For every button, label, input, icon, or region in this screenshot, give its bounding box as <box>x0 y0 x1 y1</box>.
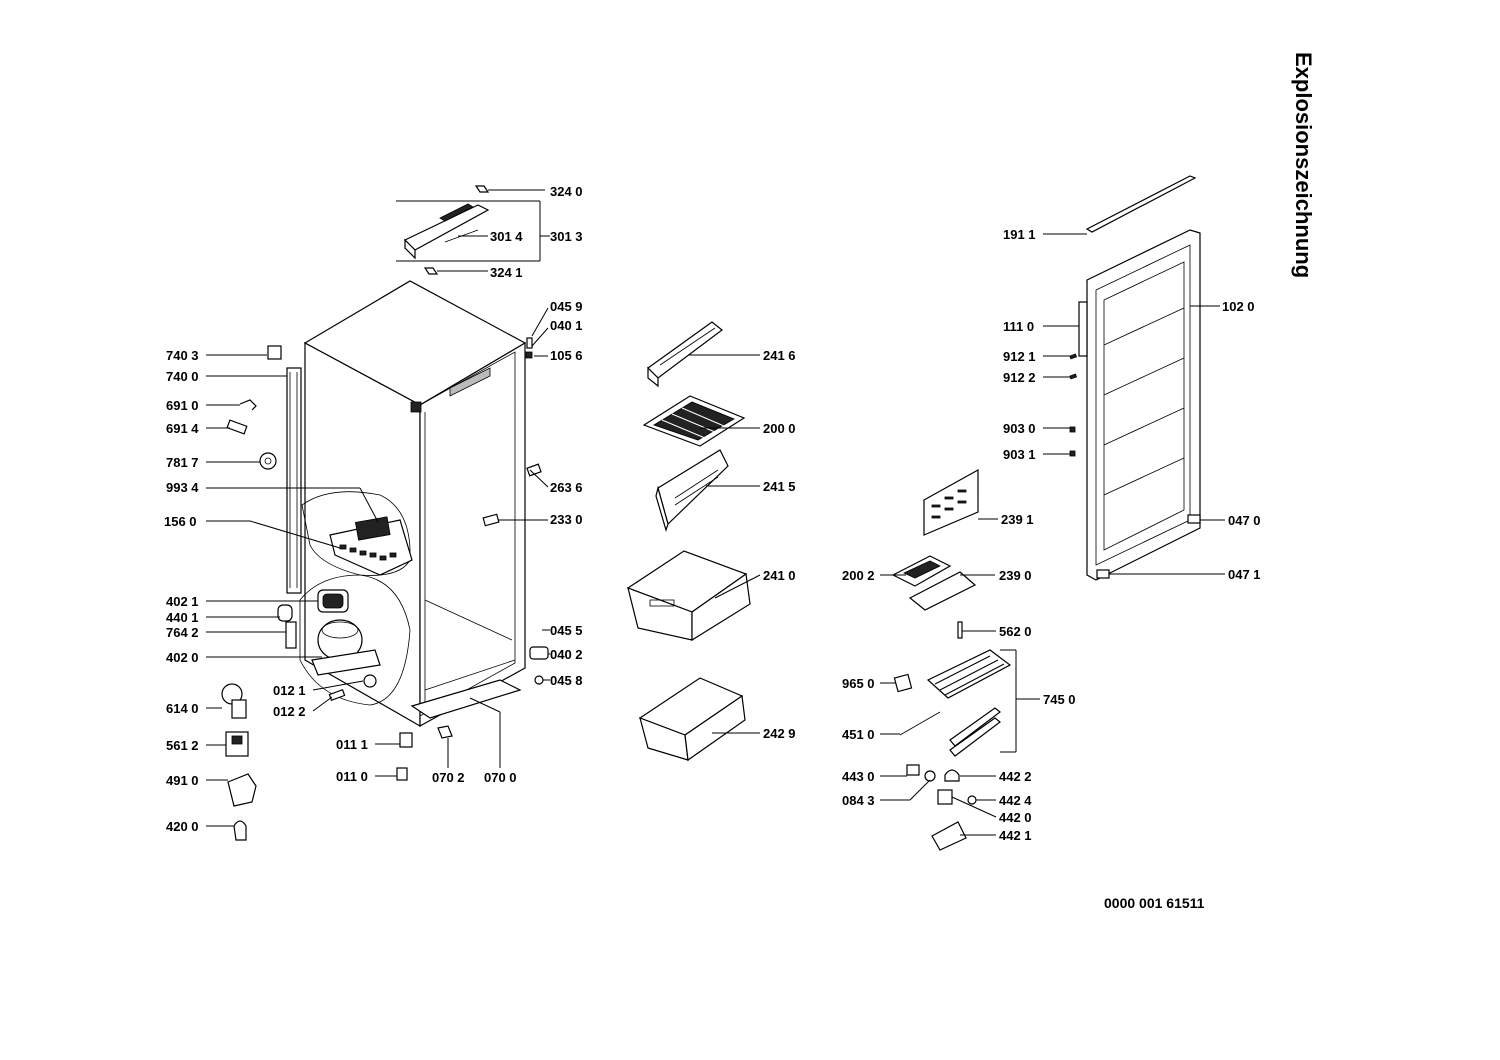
drawer-241-0 <box>626 550 751 642</box>
label-442-4: 442 4 <box>999 793 1032 808</box>
label-070-0: 070 0 <box>484 770 517 785</box>
label-491-0: 491 0 <box>166 773 199 788</box>
label-011-0: 011 0 <box>336 769 368 784</box>
label-301-3: 301 3 <box>550 229 583 244</box>
label-402-0: 402 0 <box>166 650 199 665</box>
control-panel-detail <box>301 491 413 576</box>
label-156-0: 156 0 <box>164 514 197 529</box>
label-012-2: 012 2 <box>273 704 306 719</box>
label-301-4: 301 4 <box>490 229 523 244</box>
label-200-2: 200 2 <box>842 568 875 583</box>
label-912-1: 912 1 <box>1003 349 1036 364</box>
part-labels: 324 0 301 4 301 3 324 1 045 9 040 1 105 … <box>164 184 1261 843</box>
label-740-0: 740 0 <box>166 369 199 384</box>
label-442-1: 442 1 <box>999 828 1032 843</box>
small-parts-left <box>226 345 297 649</box>
label-045-9: 045 9 <box>550 299 583 314</box>
small-parts-bottom-left <box>221 683 453 841</box>
label-040-1: 040 1 <box>550 318 583 333</box>
label-903-0: 903 0 <box>1003 421 1036 436</box>
label-070-2: 070 2 <box>432 770 465 785</box>
label-993-4: 993 4 <box>166 480 199 495</box>
label-012-1: 012 1 <box>273 683 306 698</box>
label-084-3: 084 3 <box>842 793 875 808</box>
leader-lines <box>206 189 1225 836</box>
label-241-0: 241 0 <box>763 568 796 583</box>
label-241-6: 241 6 <box>763 348 796 363</box>
label-402-1: 402 1 <box>166 594 199 609</box>
label-200-0: 200 0 <box>763 421 796 436</box>
label-233-0: 233 0 <box>550 512 583 527</box>
label-912-2: 912 2 <box>1003 370 1036 385</box>
label-105-6: 105 6 <box>550 348 583 363</box>
hinge-parts <box>482 337 549 685</box>
label-691-4: 691 4 <box>166 421 199 436</box>
drawer-242-9 <box>638 677 746 762</box>
label-239-0: 239 0 <box>999 568 1032 583</box>
condenser-strip <box>286 367 302 594</box>
compressor-detail <box>299 574 411 706</box>
label-745-0: 745 0 <box>1043 692 1076 707</box>
label-740-3: 740 3 <box>166 348 199 363</box>
diagram-title: Explosionszeichnung <box>1291 52 1316 278</box>
label-324-1: 324 1 <box>490 265 523 280</box>
label-040-2: 040 2 <box>550 647 583 662</box>
label-263-6: 263 6 <box>550 480 583 495</box>
door-shelf-241-6 <box>647 321 723 388</box>
door-assembly <box>1069 175 1201 581</box>
label-440-1: 440 1 <box>166 610 199 625</box>
label-242-9: 242 9 <box>763 726 796 741</box>
label-781-7: 781 7 <box>166 455 199 470</box>
label-045-5: 045 5 <box>550 623 583 638</box>
label-011-1: 011 1 <box>336 737 368 752</box>
label-443-0: 443 0 <box>842 769 875 784</box>
label-561-2: 561 2 <box>166 738 199 753</box>
evaporator-parts <box>891 468 1012 851</box>
label-324-0: 324 0 <box>550 184 583 199</box>
document-number: 0000 001 61511 <box>1104 895 1205 911</box>
label-614-0: 614 0 <box>166 701 199 716</box>
label-442-2: 442 2 <box>999 769 1032 784</box>
label-102-0: 102 0 <box>1222 299 1255 314</box>
label-562-0: 562 0 <box>999 624 1032 639</box>
label-764-2: 764 2 <box>166 625 199 640</box>
label-451-0: 451 0 <box>842 727 875 742</box>
label-045-8: 045 8 <box>550 673 583 688</box>
wire-shelf-200-0 <box>642 395 746 447</box>
label-239-1: 239 1 <box>1001 512 1034 527</box>
label-241-5: 241 5 <box>763 479 796 494</box>
label-047-1: 047 1 <box>1228 567 1261 582</box>
top-trim-part <box>403 185 490 275</box>
label-047-0: 047 0 <box>1228 513 1261 528</box>
label-191-1: 191 1 <box>1003 227 1036 242</box>
label-420-0: 420 0 <box>166 819 199 834</box>
label-442-0: 442 0 <box>999 810 1032 825</box>
label-903-1: 903 1 <box>1003 447 1036 462</box>
label-111-0: 111 0 <box>1003 319 1034 334</box>
drawer-front-241-5 <box>655 449 729 533</box>
label-965-0: 965 0 <box>842 676 875 691</box>
label-691-0: 691 0 <box>166 398 199 413</box>
